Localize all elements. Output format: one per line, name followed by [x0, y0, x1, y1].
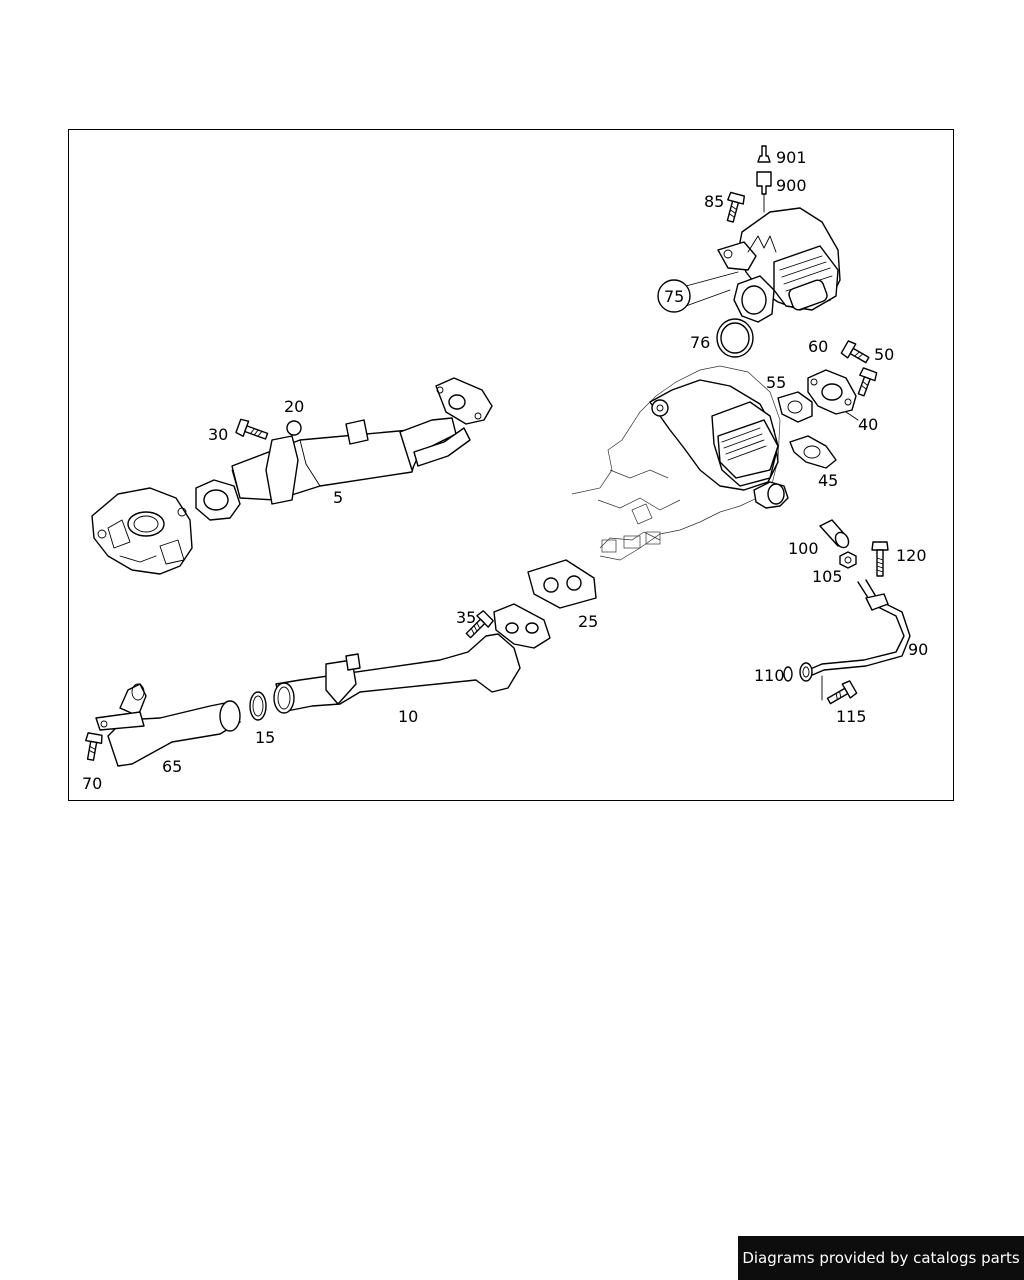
- label-70: 70: [82, 774, 102, 793]
- label-76: 76: [690, 333, 710, 352]
- label-15: 15: [255, 728, 275, 747]
- pipe-10: [273, 603, 551, 714]
- label-100: 100: [788, 539, 819, 558]
- bolt-60: [840, 340, 870, 364]
- label-40: 40: [858, 415, 878, 434]
- label-90: 90: [908, 640, 928, 659]
- washer-110: [783, 666, 793, 682]
- bolt-85: [726, 191, 746, 223]
- fitting-110: [799, 662, 813, 682]
- credit-text: Diagrams provided by catalogs parts: [742, 1249, 1020, 1267]
- label-120: 120: [896, 546, 927, 565]
- callout-circle-75: [657, 279, 691, 313]
- engine-block-outline: [571, 365, 781, 561]
- label-20: 20: [284, 397, 304, 416]
- credit-banner: Diagrams provided by catalogs parts: [738, 1236, 1024, 1280]
- label-60: 60: [808, 337, 828, 356]
- pipe-65: [95, 683, 241, 767]
- label-45: 45: [818, 471, 838, 490]
- label-55: 55: [766, 373, 786, 392]
- egr-cooler-5: [195, 377, 493, 521]
- gasket-45: [789, 435, 837, 469]
- label-35: 35: [456, 608, 476, 627]
- label-900: 900: [776, 176, 807, 195]
- egr-valve-assembled: [649, 379, 789, 509]
- bolt-35: [465, 610, 494, 639]
- bolt-70: [85, 732, 103, 761]
- label-65: 65: [162, 757, 182, 776]
- banjo-100: [819, 519, 850, 549]
- leader-75b: [685, 289, 731, 307]
- label-901: 901: [776, 148, 807, 167]
- leader-75a: [685, 271, 739, 287]
- o-ring-76: [716, 318, 754, 358]
- flange-40: [807, 369, 857, 415]
- label-115: 115: [836, 707, 867, 726]
- bolt-120: [871, 541, 889, 577]
- gasket-55: [777, 391, 813, 423]
- diagram-frame: [68, 129, 954, 801]
- leader-40: [845, 411, 859, 421]
- nut-105: [839, 551, 857, 569]
- label-30: 30: [208, 425, 228, 444]
- part-labels: 901 900 85 75 76 60 50 55 40 45 20 30 5 …: [82, 148, 928, 793]
- label-75: 75: [664, 287, 684, 306]
- bolt-50: [857, 367, 878, 397]
- label-110: 110: [754, 666, 785, 685]
- gasket-25: [527, 559, 597, 609]
- ring-15: [249, 691, 267, 721]
- label-50: 50: [874, 345, 894, 364]
- bolt-30: [235, 418, 269, 440]
- o-ring-20: [286, 420, 302, 436]
- label-25: 25: [578, 612, 598, 631]
- label-5: 5: [333, 488, 343, 507]
- intake-housing: [91, 487, 193, 575]
- connector-901: [757, 145, 771, 163]
- connector-900: [756, 171, 772, 213]
- label-10: 10: [398, 707, 418, 726]
- bolt-115: [826, 680, 858, 705]
- egr-valve-75: [717, 207, 841, 323]
- label-105: 105: [812, 567, 843, 586]
- label-85: 85: [704, 192, 724, 211]
- line-90: [807, 579, 911, 677]
